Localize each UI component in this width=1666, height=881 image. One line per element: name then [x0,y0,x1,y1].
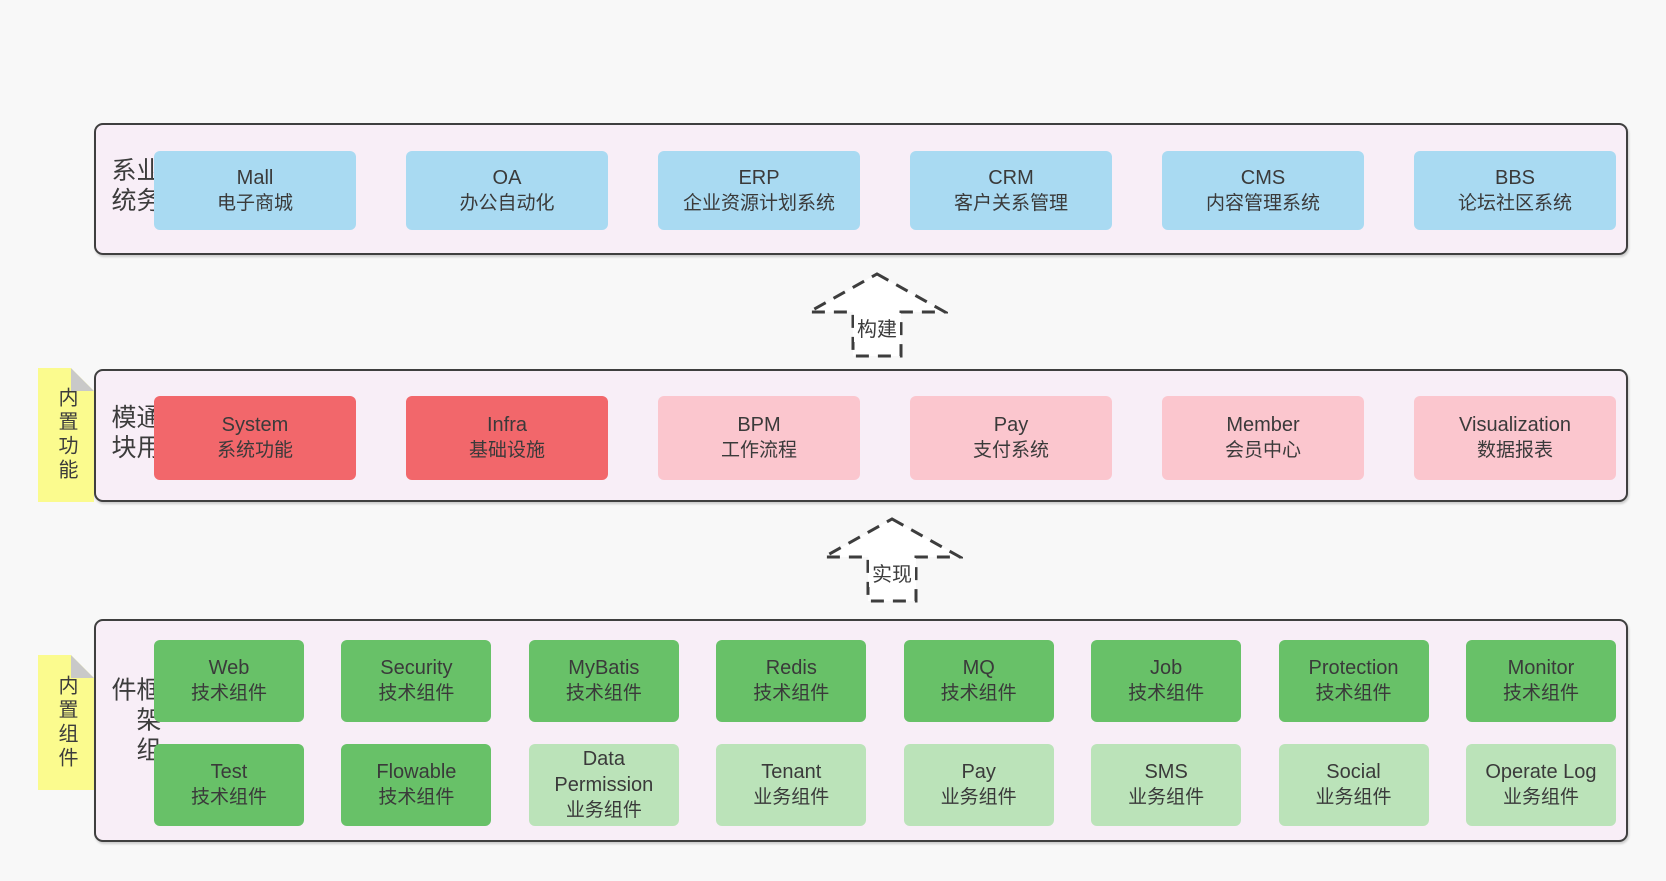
box-protection: Protection 技术组件 [1278,640,1429,722]
box-cms: CMS 内容管理系统 [1162,151,1364,230]
sticky-note-label: 内置组件 [55,674,77,771]
folded-corner-icon [71,655,94,678]
dashed-up-arrow-implement: 实现 [821,516,963,604]
dashed-up-arrow-build: 构建 [806,271,948,359]
folded-corner-icon [71,368,94,391]
box-sms: SMS 业务组件 [1091,744,1242,826]
layer-business-systems: 业务系统 Mall 电子商城 OA 办公自动化 ERP 企业资源计划系统 CRM… [94,123,1628,255]
layer-title-common-modules: 通用模块 [108,403,161,464]
framework-components-row-2: Test 技术组件 Flowable 技术组件 Data Permission … [154,744,1616,826]
business-systems-row: Mall 电子商城 OA 办公自动化 ERP 企业资源计划系统 CRM 客户关系… [154,151,1616,230]
box-test: Test 技术组件 [154,744,304,826]
layer-title-framework-components: 框架组件 [108,675,161,766]
box-tenant: Tenant 业务组件 [716,744,867,826]
arrow-label: 构建 [854,313,900,342]
box-job: Job 技术组件 [1091,640,1242,722]
box-monitor: Monitor 技术组件 [1465,640,1616,722]
box-system: System 系统功能 [154,396,356,480]
sticky-note-builtin-components: 内置组件 [38,655,94,790]
box-security: Security 技术组件 [341,640,492,722]
box-bpm: BPM 工作流程 [658,396,860,480]
box-visualization: Visualization 数据报表 [1414,396,1616,480]
arrow-label: 实现 [869,558,915,587]
box-erp: ERP 企业资源计划系统 [658,151,860,230]
box-pay-module: Pay 支付系统 [910,396,1112,480]
box-redis: Redis 技术组件 [716,640,867,722]
box-mall: Mall 电子商城 [154,151,356,230]
box-flowable: Flowable 技术组件 [341,744,492,826]
box-operate-log: Operate Log 业务组件 [1465,744,1616,826]
box-mybatis: MyBatis 技术组件 [528,640,679,722]
layer-framework-components: 框架组件 Web 技术组件 Security 技术组件 MyBatis 技术组件… [94,619,1628,842]
layer-title-business-systems: 业务系统 [108,157,161,217]
box-member: Member 会员中心 [1162,396,1364,480]
framework-components-row-1: Web 技术组件 Security 技术组件 MyBatis 技术组件 Redi… [154,640,1616,722]
box-web: Web 技术组件 [154,640,304,722]
common-modules-row: System 系统功能 Infra 基础设施 BPM 工作流程 Pay 支付系统… [154,396,1616,480]
box-crm: CRM 客户关系管理 [910,151,1112,230]
box-infra: Infra 基础设施 [406,396,608,480]
box-social: Social 业务组件 [1278,744,1429,826]
layer-common-modules: 通用模块 System 系统功能 Infra 基础设施 BPM 工作流程 Pay… [94,369,1628,502]
box-data-permission: Data Permission 业务组件 [528,744,679,826]
sticky-note-builtin-features: 内置功能 [38,368,94,502]
box-oa: OA 办公自动化 [406,151,608,230]
sticky-note-label: 内置功能 [55,387,77,483]
box-bbs: BBS 论坛社区系统 [1414,151,1616,230]
box-mq: MQ 技术组件 [903,640,1054,722]
box-pay-component: Pay 业务组件 [903,744,1054,826]
